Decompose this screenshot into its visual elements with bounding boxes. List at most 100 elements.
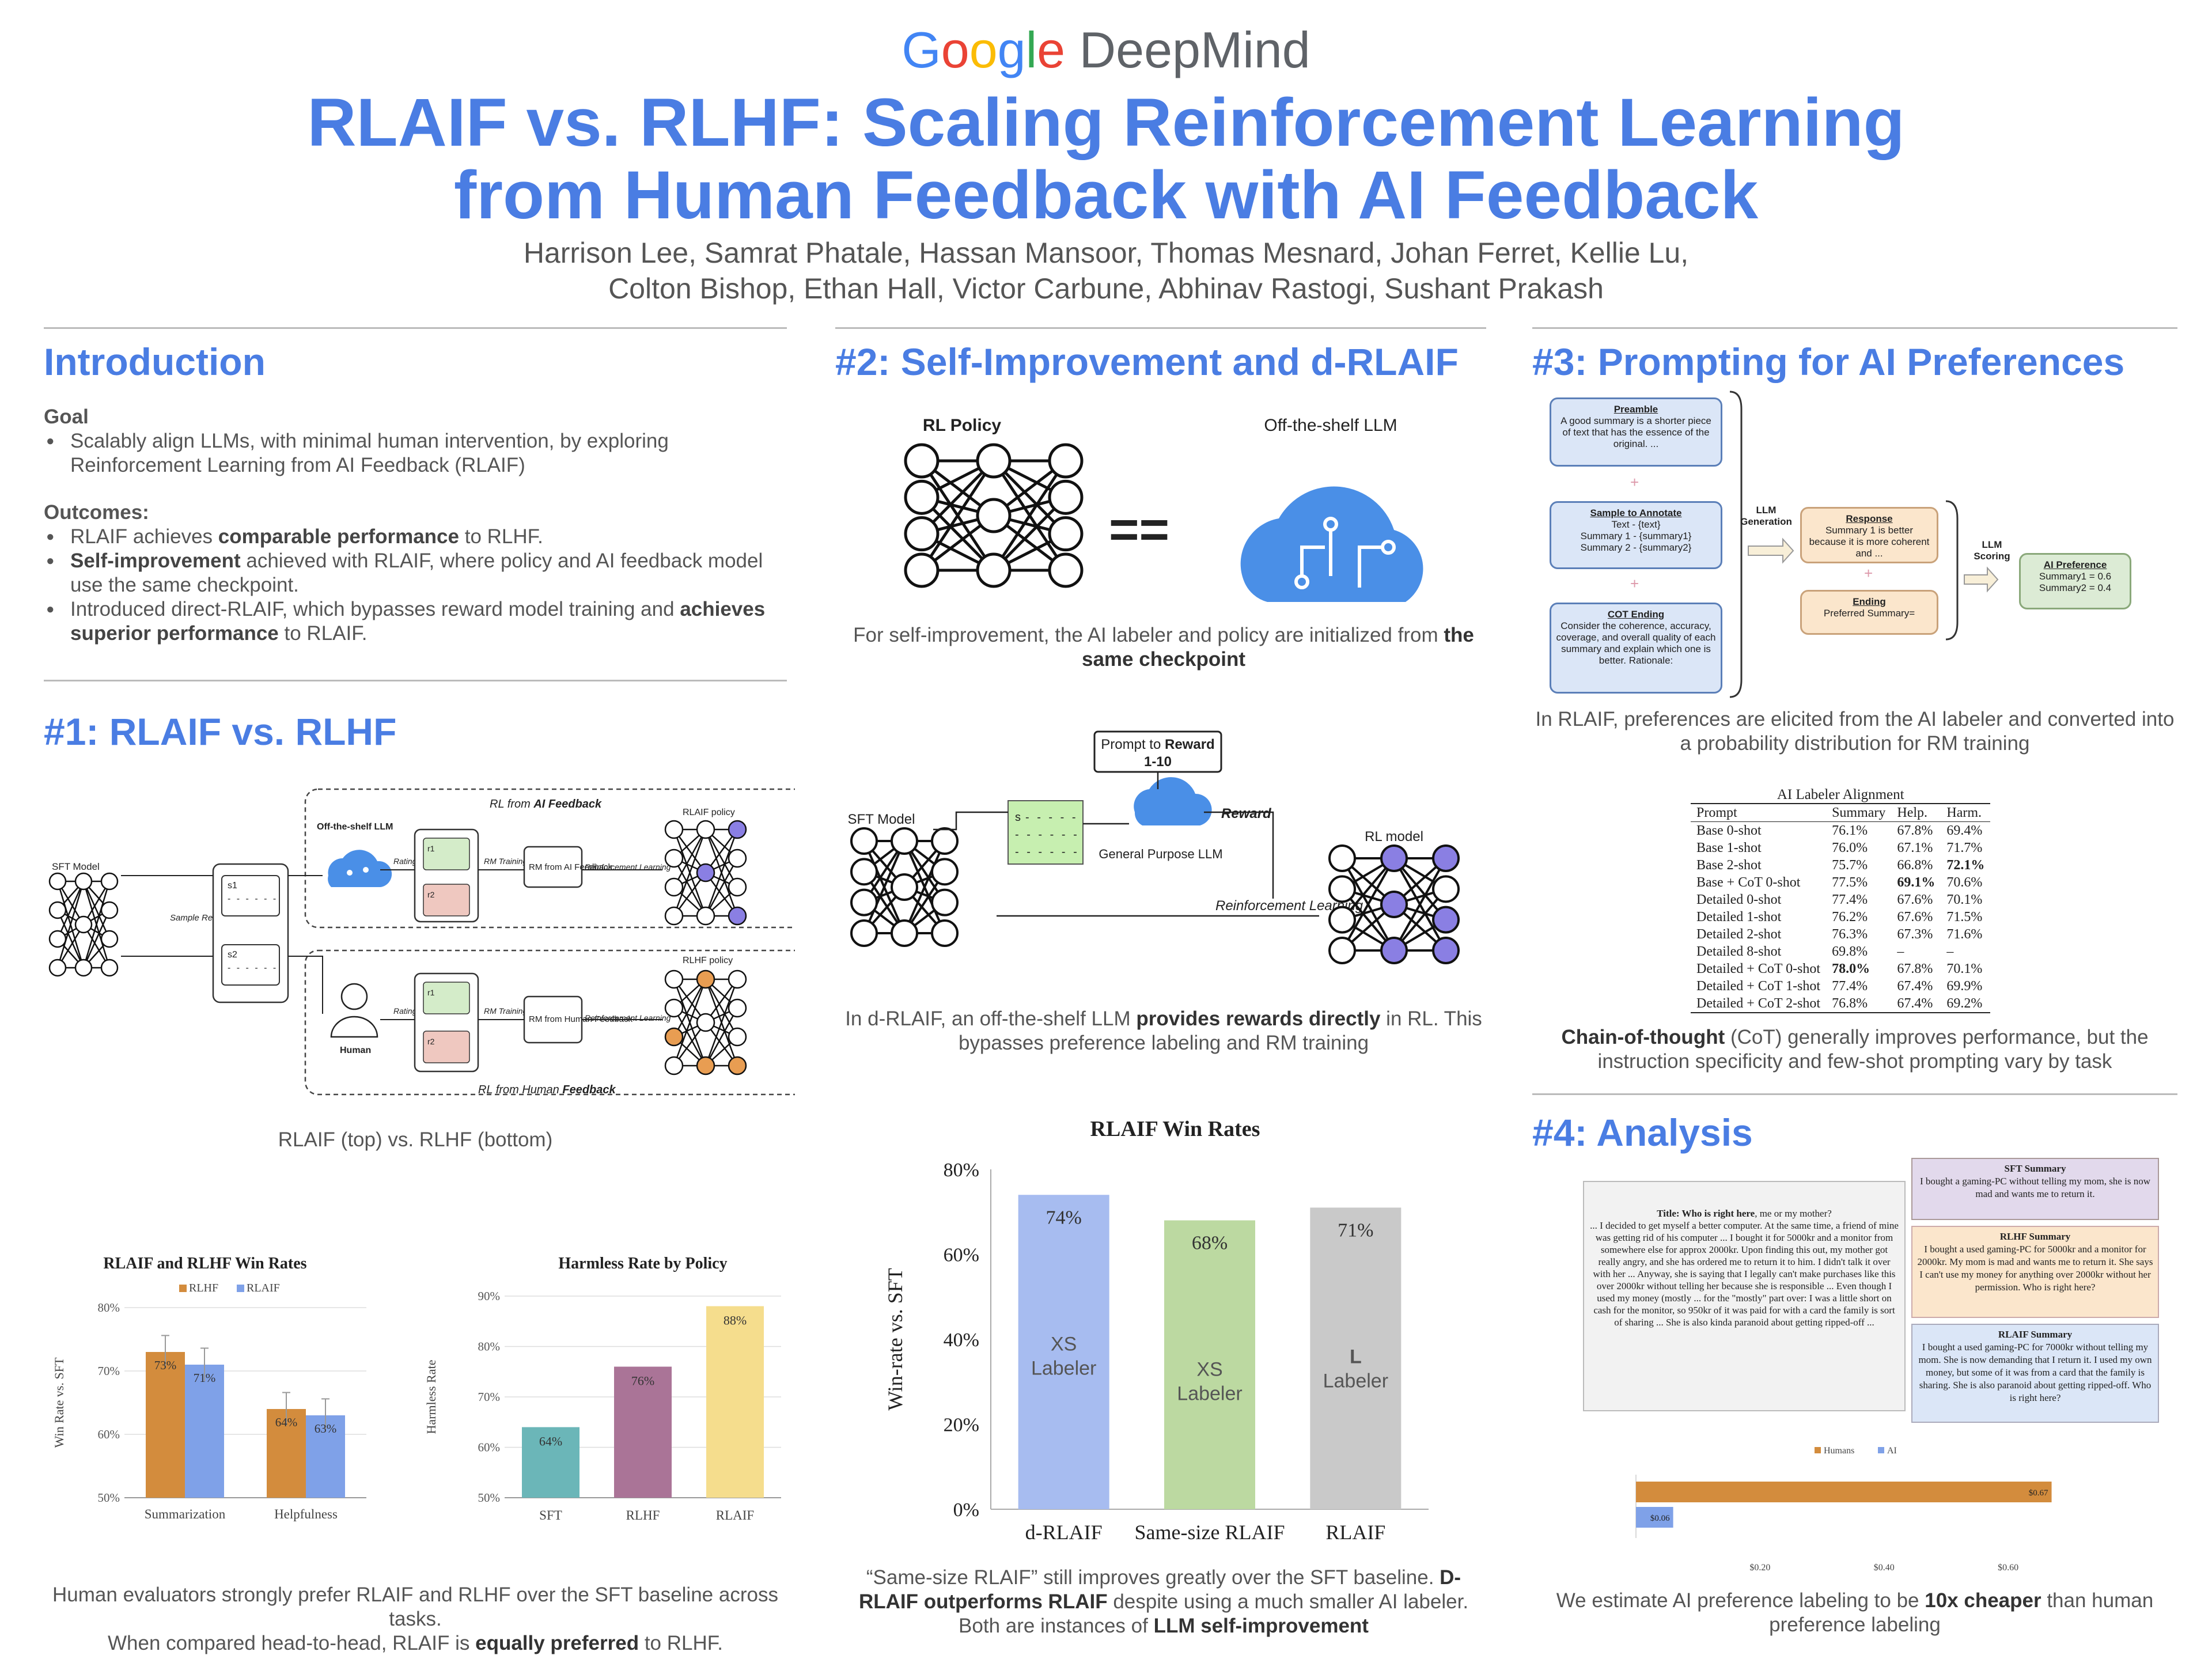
data-label: 88%	[724, 1313, 747, 1328]
human-icon	[340, 983, 368, 1010]
self-improvement-diagram: RL Policy Off-the-shelf LLM ==	[904, 416, 1423, 602]
intro-heading: Introduction	[44, 340, 266, 383]
preamble-box: Preamble A good summary is a shorter pie…	[1550, 397, 1722, 467]
x-tick: SFT	[539, 1508, 562, 1522]
neuron	[100, 901, 119, 919]
s1-diagram-caption: RLAIF (top) vs. RLHF (bottom)	[278, 1128, 553, 1151]
neuron	[696, 906, 715, 926]
y-axis-label: Win Rate vs. SFT	[52, 1357, 66, 1448]
neuron	[728, 1056, 747, 1075]
data-label: 73%	[154, 1358, 177, 1372]
bar	[146, 1352, 185, 1498]
data-label: 74%	[1046, 1207, 1082, 1228]
intro-body: Goal Scalably align LLMs, with minimal h…	[44, 405, 781, 646]
neuron	[891, 873, 918, 901]
y-tick: 70%	[478, 1390, 501, 1404]
neuron	[664, 1056, 684, 1075]
bracket-2	[1945, 500, 1999, 641]
y-tick: 80%	[98, 1301, 120, 1315]
neuron	[1328, 906, 1356, 934]
neuron	[664, 849, 684, 868]
s2-caption2: In d-RLAIF, an off-the-shelf LLM provide…	[845, 1007, 1482, 1054]
rlaif-group-box	[304, 788, 795, 929]
neuron	[1380, 891, 1408, 918]
neuron	[74, 959, 93, 977]
divider	[44, 327, 787, 329]
svg-text:RM Training: RM Training	[484, 1006, 527, 1016]
sample-box: Sample to Annotate Text - {text} Summary…	[1550, 501, 1722, 569]
data-label: 71%	[1338, 1219, 1373, 1241]
svg-text:RLAIF policy: RLAIF policy	[683, 808, 735, 817]
x-tick: RLAIF	[1325, 1521, 1385, 1544]
neuron	[664, 906, 684, 926]
neuron	[976, 552, 1012, 588]
neuron	[48, 930, 67, 948]
neuron	[696, 1013, 715, 1032]
neuron	[728, 849, 747, 868]
bar	[1164, 1220, 1255, 1509]
rl-from-human-label: RL from Human Feedback	[478, 1084, 616, 1096]
rl-from-ai-label: RL from AI Feedback	[490, 798, 602, 810]
neuron	[728, 1027, 747, 1047]
neuron	[1328, 937, 1356, 964]
x-tick: Same-size RLAIF	[1135, 1521, 1285, 1544]
svg-text:RL model: RL model	[1365, 829, 1423, 844]
ending-box: Ending Preferred Summary=	[1800, 590, 1938, 635]
svg-text:RM Training: RM Training	[484, 857, 527, 866]
data-label: $0.67	[2029, 1488, 2048, 1498]
neuron	[1048, 479, 1084, 515]
rlaif-rlhf-diagram: RL from AI Feedback RL from Human Feedba…	[48, 788, 795, 1096]
neuron	[1048, 552, 1084, 588]
goal-text: Scalably align LLMs, with minimal human …	[44, 429, 781, 478]
neuron	[904, 552, 940, 588]
divider	[1532, 1093, 2177, 1095]
svg-text:- - - - - -: - - - - - -	[1015, 846, 1080, 858]
outcome-2: Self-improvement achieved with RLAIF, wh…	[44, 549, 781, 597]
data-label: 68%	[1192, 1233, 1228, 1254]
google-deepmind-logo: Google DeepMind	[902, 21, 1310, 78]
y-tick: 60%	[98, 1427, 120, 1441]
neuron	[728, 906, 747, 926]
y-tick: 80%	[944, 1160, 979, 1181]
y-tick: 50%	[98, 1491, 120, 1505]
neuron	[664, 998, 684, 1018]
y-tick: 60%	[478, 1441, 501, 1455]
x-tick: $0.20	[1749, 1563, 1770, 1573]
outcome-3: Introduced direct-RLAIF, which bypasses …	[44, 597, 781, 646]
cloud-icon	[328, 850, 392, 887]
neuron	[850, 919, 878, 947]
legend-label: AI	[1887, 1446, 1897, 1456]
s1-caption: Human evaluators strongly prefer RLAIF a…	[52, 1584, 778, 1654]
bar-inner-label: Labeler	[1323, 1370, 1388, 1392]
data-label: $0.06	[1650, 1514, 1670, 1523]
neuron	[696, 863, 715, 882]
neuron	[728, 998, 747, 1018]
neuron	[1328, 844, 1356, 872]
x-tick: d-RLAIF	[1025, 1521, 1103, 1544]
s3-heading: #3: Prompting for AI Preferences	[1532, 340, 2125, 383]
neuron	[850, 827, 878, 855]
chart-title: RLAIF and RLHF Win Rates	[103, 1256, 306, 1272]
bar	[522, 1427, 579, 1498]
neuron	[1048, 443, 1084, 479]
x-tick: RLAIF	[716, 1508, 754, 1522]
svg-text:Rating: Rating	[393, 1006, 417, 1016]
legend-label: Humans	[1824, 1446, 1854, 1456]
data-label: 63%	[315, 1422, 337, 1435]
sft-model-label: SFT Model	[52, 861, 100, 872]
bar-inner-label: Labeler	[1177, 1383, 1242, 1405]
divider	[835, 327, 1486, 329]
cot-box: COT Ending Consider the coherence, accur…	[1550, 603, 1722, 694]
llm-generation-label: LLM Generation	[1740, 505, 1792, 527]
neuron	[664, 1027, 684, 1047]
svg-text:- - - - -: - - - - -	[1025, 811, 1078, 824]
neuron	[1432, 906, 1460, 934]
